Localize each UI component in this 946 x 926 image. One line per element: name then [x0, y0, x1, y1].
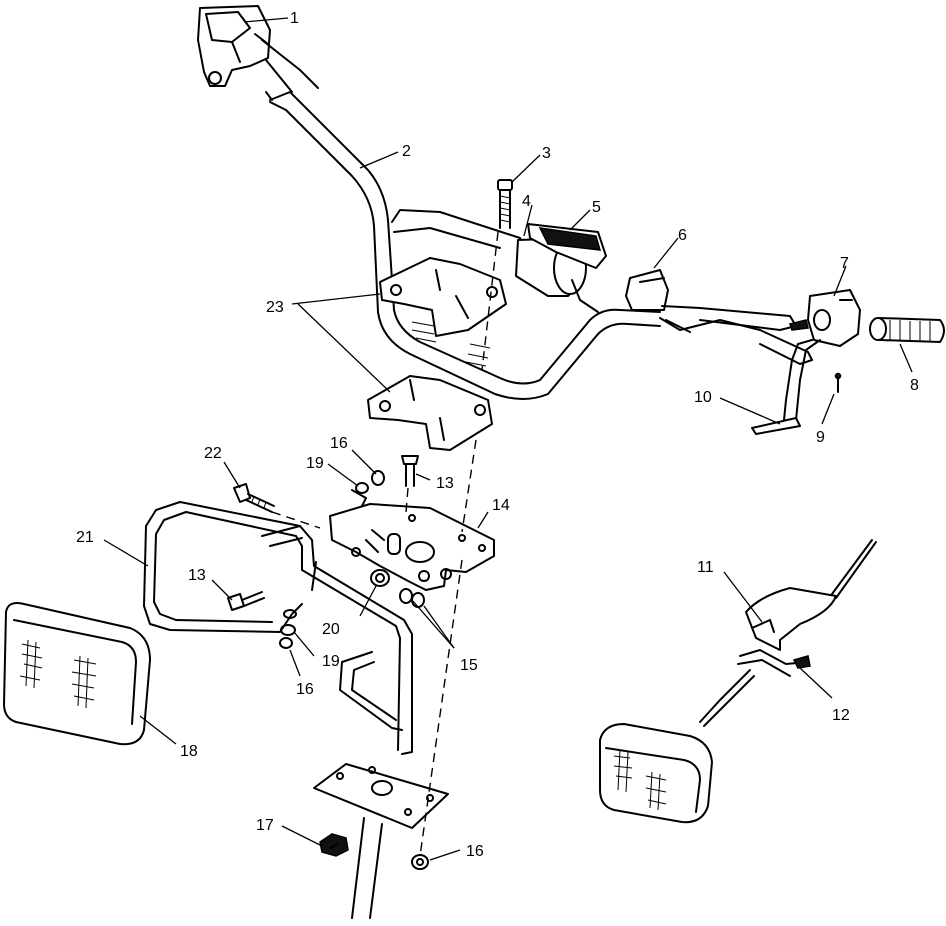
callout-15: 15: [460, 657, 478, 674]
handlebar: [269, 91, 661, 400]
callout-4: 4: [522, 193, 531, 210]
callout-5: 5: [592, 199, 601, 216]
bolt-3: [497, 179, 513, 229]
callout-17: 17: [256, 817, 274, 834]
bolt-22: [233, 483, 275, 513]
lower-plate: [313, 763, 449, 919]
headlight-right-wiring: [599, 539, 877, 824]
callout-8: 8: [910, 377, 919, 394]
mounting-bracket: [329, 503, 495, 591]
mount-hardware-upper: [351, 455, 419, 507]
callout-9: 9: [816, 429, 825, 446]
callout-21: 21: [76, 529, 94, 546]
brake-lever: [625, 269, 813, 365]
callout-6: 6: [678, 227, 687, 244]
callout-3: 3: [542, 145, 551, 162]
callout-2: 2: [402, 143, 411, 160]
callout-10: 10: [694, 389, 712, 406]
callout-13-lower: 13: [188, 567, 206, 584]
nut-16-lower: [411, 854, 429, 870]
switch-grip-assembly: [751, 289, 945, 435]
callout-20: 20: [322, 621, 340, 638]
callout-13-upper: 13: [436, 475, 454, 492]
callout-16-lower: 16: [466, 843, 484, 860]
callout-11: 11: [697, 559, 714, 576]
headlight-left: [3, 602, 151, 746]
handlebar-clamps: [367, 257, 507, 451]
callout-1: 1: [290, 10, 299, 27]
alignment-lines: [271, 231, 499, 857]
callout-16-left: 16: [296, 681, 314, 698]
callout-19-lower: 19: [322, 653, 340, 670]
callout-labels: 1 2 3 4 5 6 7 8 9 10 11 12 13 13 14 15 1…: [76, 10, 919, 860]
washers: [279, 569, 425, 649]
callout-7: 7: [840, 255, 849, 272]
callout-18: 18: [180, 743, 198, 760]
leader-lines: [103, 17, 913, 861]
callout-23: 23: [266, 299, 284, 316]
clip-17: [319, 833, 349, 857]
callout-22: 22: [204, 445, 222, 462]
callout-14: 14: [492, 497, 510, 514]
headlight-guard: [143, 501, 413, 755]
callout-16-upper: 16: [330, 435, 348, 452]
bolt-13-lower: [227, 591, 265, 611]
callout-19-upper: 19: [306, 455, 324, 472]
callout-12: 12: [832, 707, 850, 724]
handlebar-pad: [515, 223, 607, 313]
